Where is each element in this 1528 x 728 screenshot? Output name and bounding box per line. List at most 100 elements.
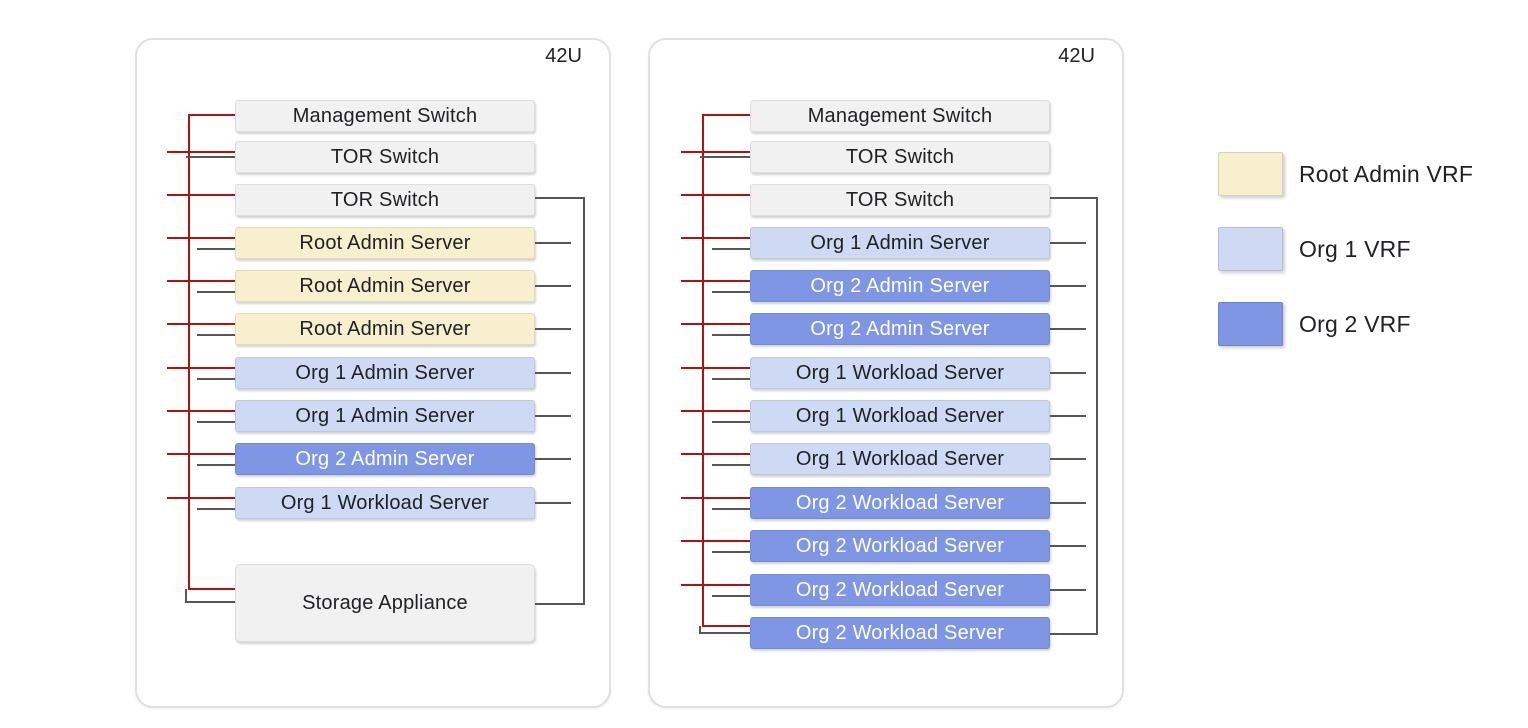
data-network-line: [1050, 545, 1086, 547]
rack2-unit-server: Org 1 Workload Server: [750, 400, 1050, 432]
data-network-line: [197, 334, 235, 336]
data-network-line: [1050, 502, 1086, 504]
management-network-line: [167, 497, 235, 499]
management-network-line: [681, 540, 750, 542]
data-network-line: [535, 502, 571, 504]
management-network-line: [167, 280, 235, 282]
management-network-line: [167, 367, 235, 369]
data-network-line: [1050, 197, 1098, 199]
data-network-line: [535, 242, 571, 244]
management-network-line: [681, 453, 750, 455]
rack2-unit-server: Org 1 Workload Server: [750, 443, 1050, 475]
management-network-line: [681, 280, 750, 282]
rack1-unit-tor-switch: TOR Switch: [235, 141, 535, 173]
data-network-line: [712, 551, 750, 553]
data-network-line: [712, 378, 750, 380]
data-network-line: [186, 156, 235, 158]
data-network-line: [185, 589, 187, 603]
data-network-line: [700, 156, 750, 158]
data-network-line: [535, 415, 571, 417]
data-network-line: [1050, 589, 1086, 591]
data-network-line: [535, 458, 571, 460]
data-network-line: [712, 508, 750, 510]
data-network-line: [1050, 328, 1086, 330]
rack2-unit-server: Org 2 Admin Server: [750, 313, 1050, 345]
data-network-line: [197, 248, 235, 250]
data-network-line: [197, 421, 235, 423]
legend: Root Admin VRF Org 1 VRF Org 2 VRF: [1218, 152, 1473, 377]
root-admin-vrf-swatch: [1218, 152, 1283, 196]
management-network-line: [681, 151, 750, 153]
legend-item-root-admin-vrf: Root Admin VRF: [1218, 152, 1473, 196]
rack2-unit-server: Org 1 Admin Server: [750, 227, 1050, 259]
rack2-unit-server: Org 2 Workload Server: [750, 617, 1050, 649]
management-network-line: [681, 584, 750, 586]
data-network-line: [535, 285, 571, 287]
data-network-line: [197, 508, 235, 510]
rack1-unit-server: Root Admin Server: [235, 227, 535, 259]
legend-item-label: Root Admin VRF: [1299, 160, 1474, 187]
data-network-line: [535, 328, 571, 330]
data-network-line: [699, 632, 750, 634]
rack2-unit-server: Org 2 Admin Server: [750, 270, 1050, 302]
management-network-line: [188, 588, 235, 590]
management-network-line: [167, 323, 235, 325]
management-network-line: [681, 367, 750, 369]
data-network-line: [1050, 633, 1096, 635]
management-network-line: [167, 194, 235, 196]
data-network-line: [712, 248, 750, 250]
management-network-line: [167, 453, 235, 455]
legend-item-org1-vrf: Org 1 VRF: [1218, 227, 1473, 271]
management-network-trunk: [188, 114, 190, 590]
data-network-line: [712, 291, 750, 293]
legend-item-label: Org 1 VRF: [1299, 235, 1411, 262]
data-network-line: [197, 291, 235, 293]
legend-item-org2-vrf: Org 2 VRF: [1218, 302, 1473, 346]
data-network-line: [1050, 372, 1086, 374]
management-network-line: [167, 410, 235, 412]
management-network-line: [167, 151, 235, 153]
data-network-line: [535, 372, 571, 374]
management-network-line: [188, 114, 235, 116]
data-network-line: [712, 421, 750, 423]
rack1-unit-server: Org 1 Admin Server: [235, 400, 535, 432]
rack1-unit-server: Root Admin Server: [235, 270, 535, 302]
rack2-unit-tor-switch: TOR Switch: [750, 184, 1050, 216]
data-network-line: [712, 334, 750, 336]
rack1-unit-storage: Storage Appliance: [235, 564, 535, 642]
management-network-trunk: [702, 114, 704, 627]
data-network-line: [197, 464, 235, 466]
rack-1-capacity-label: 42U: [545, 45, 582, 67]
management-network-line: [681, 497, 750, 499]
data-network-line: [535, 603, 583, 605]
rack2-unit-server: Org 2 Workload Server: [750, 574, 1050, 606]
org2-vrf-swatch: [1218, 302, 1283, 346]
rack2-unit-management-switch: Management Switch: [750, 100, 1050, 132]
management-network-line: [681, 194, 750, 196]
management-network-line: [681, 237, 750, 239]
rack2-unit-server: Org 2 Workload Server: [750, 530, 1050, 562]
management-network-line: [702, 625, 750, 627]
management-network-line: [681, 410, 750, 412]
management-network-line: [681, 323, 750, 325]
data-network-line: [712, 595, 750, 597]
data-network-line: [699, 626, 701, 634]
data-network-line: [535, 197, 585, 199]
data-network-line: [185, 601, 235, 603]
rack1-unit-tor-switch: TOR Switch: [235, 184, 535, 216]
org1-vrf-swatch: [1218, 227, 1283, 271]
rack1-unit-management-switch: Management Switch: [235, 100, 535, 132]
data-network-line: [1050, 415, 1086, 417]
rack1-unit-server: Org 2 Admin Server: [235, 443, 535, 475]
management-network-line: [702, 114, 750, 116]
rack1-unit-server: Org 1 Workload Server: [235, 487, 535, 519]
data-network-trunk: [583, 197, 585, 605]
rack-2-capacity-label: 42U: [1058, 45, 1095, 67]
rack1-unit-server: Root Admin Server: [235, 313, 535, 345]
rack2-unit-server: Org 2 Workload Server: [750, 487, 1050, 519]
legend-item-label: Org 2 VRF: [1299, 310, 1411, 337]
rack1-unit-server: Org 1 Admin Server: [235, 357, 535, 389]
data-network-line: [1050, 458, 1086, 460]
